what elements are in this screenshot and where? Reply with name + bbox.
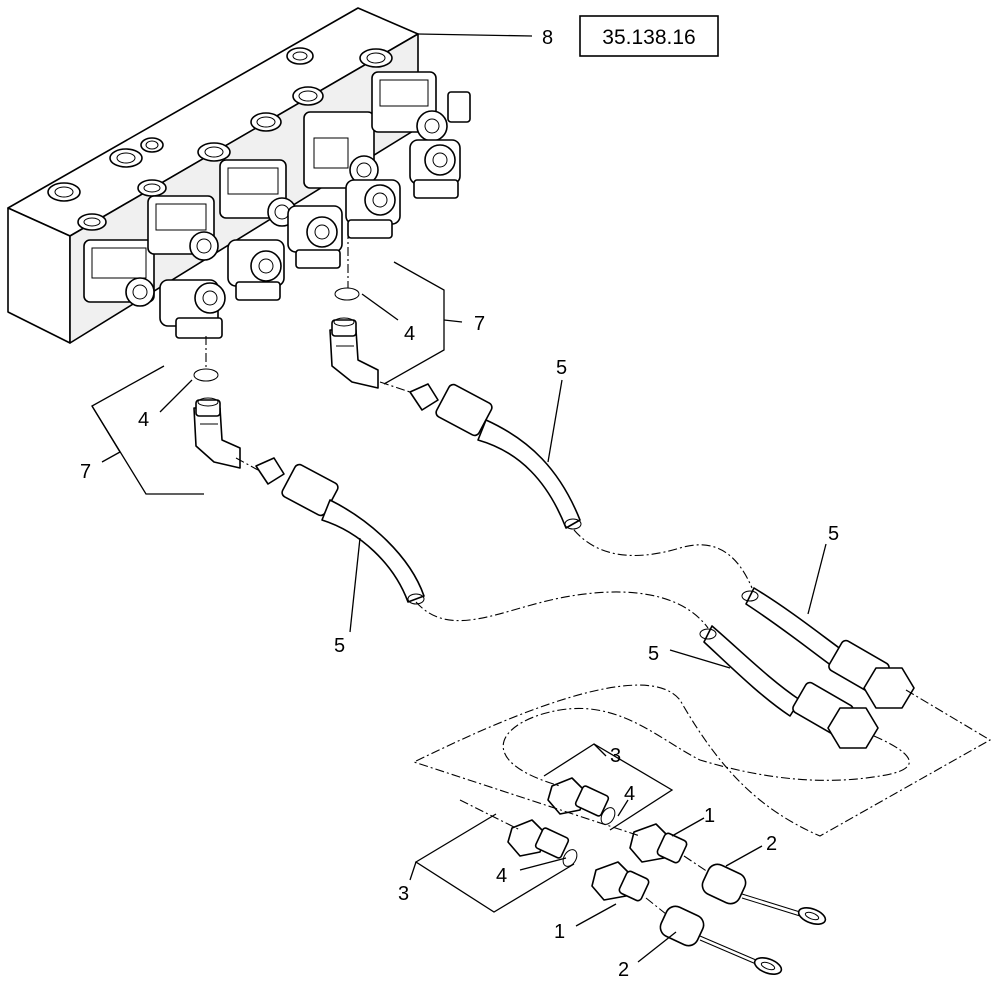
- cap-lower: [659, 905, 783, 975]
- leader-lines: [91, 33, 827, 963]
- callout-hose-b: 5: [334, 635, 345, 657]
- callout-fitting-kit-b: 7: [80, 461, 91, 483]
- elbow-fitting-right: [329, 317, 379, 389]
- hose-right-upper: [741, 587, 915, 709]
- callout-oring-c: 4: [624, 783, 635, 805]
- callout-fitting-kit-a: 7: [474, 313, 485, 335]
- callout-plug-a: 1: [704, 805, 715, 827]
- callout-cap-a: 2: [766, 833, 777, 855]
- reference-label: 35.138.16: [602, 26, 695, 49]
- port-holes: [47, 47, 393, 231]
- callout-hose-d: 5: [648, 643, 659, 665]
- oring-left: [193, 368, 219, 382]
- callout-adapter-kit-a: 3: [610, 745, 621, 767]
- callout-cap-b: 2: [618, 959, 629, 981]
- hose-lower: [255, 457, 425, 605]
- callout-oring-b: 4: [138, 409, 149, 431]
- callout-adapter-kit-b: 3: [398, 883, 409, 905]
- oring-right: [334, 287, 360, 301]
- callout-plug-b: 1: [554, 921, 565, 943]
- adapter-lower: [507, 819, 570, 859]
- elbow-fitting-left: [193, 397, 241, 469]
- plug-lower: [591, 861, 650, 902]
- callout-oring-d: 4: [496, 865, 507, 887]
- callout-valve-block: 8: [542, 27, 553, 49]
- cap-upper: [701, 863, 827, 925]
- solenoid-valves: [83, 71, 471, 339]
- callout-hose-a: 5: [556, 357, 567, 379]
- callout-hose-c: 5: [828, 523, 839, 545]
- callout-oring-a: 4: [404, 323, 415, 345]
- hose-upper: [409, 383, 582, 530]
- callout-labels: 8 7 7 4 4 4 4 5 5 5 5 3 3 1 1 2 2: [80, 27, 839, 981]
- plug-upper: [629, 823, 688, 864]
- reference-box: 35.138.16: [579, 15, 719, 57]
- hose-right-lower: [699, 625, 879, 749]
- valve-block: [7, 7, 471, 344]
- adapter-upper: [547, 777, 610, 817]
- oring-adapter-lower: [562, 849, 578, 867]
